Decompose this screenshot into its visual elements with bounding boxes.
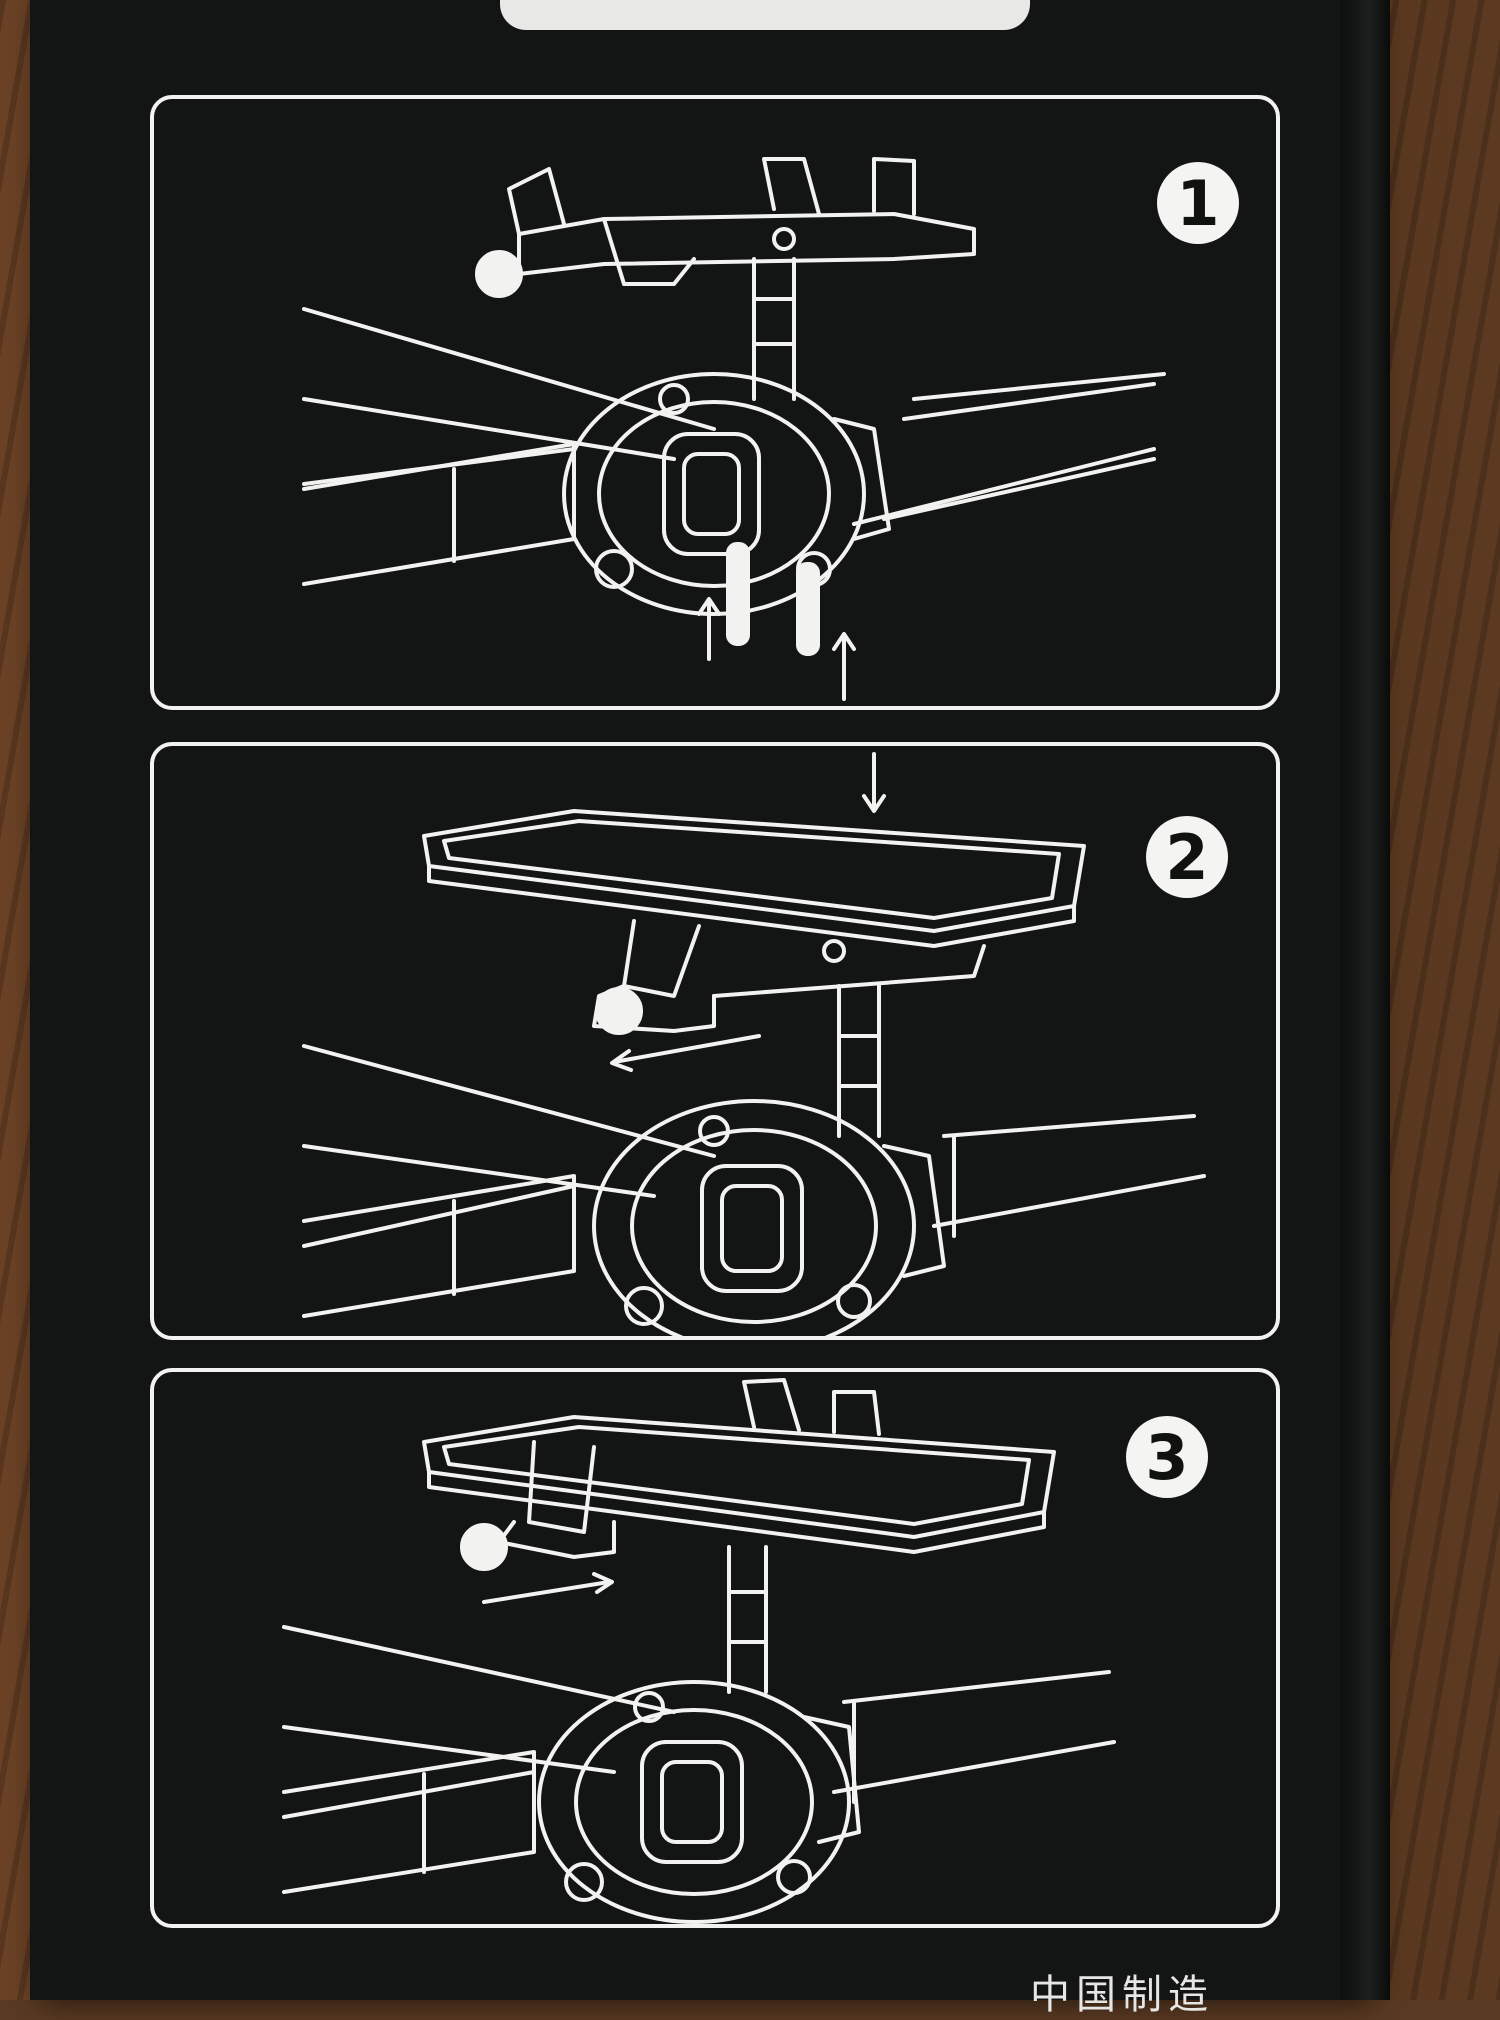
product-box-back: 1	[30, 0, 1360, 2018]
step-3-panel: 3	[150, 1368, 1280, 1928]
step-3-illustration	[282, 1378, 1116, 1924]
step-1-panel: 1	[150, 95, 1280, 710]
step-3-badge: 3	[1126, 1416, 1208, 1498]
box-top-tab	[500, 0, 1030, 30]
made-in-china-label: 中国制造	[1030, 1972, 1214, 2018]
step-2-illustration	[302, 752, 1206, 1336]
box-side-edge	[1340, 0, 1390, 2000]
step-1-illustration	[302, 157, 1166, 701]
step-1-badge: 1	[1157, 162, 1239, 244]
step-2-badge: 2	[1146, 816, 1228, 898]
step-2-panel: 2	[150, 742, 1280, 1340]
